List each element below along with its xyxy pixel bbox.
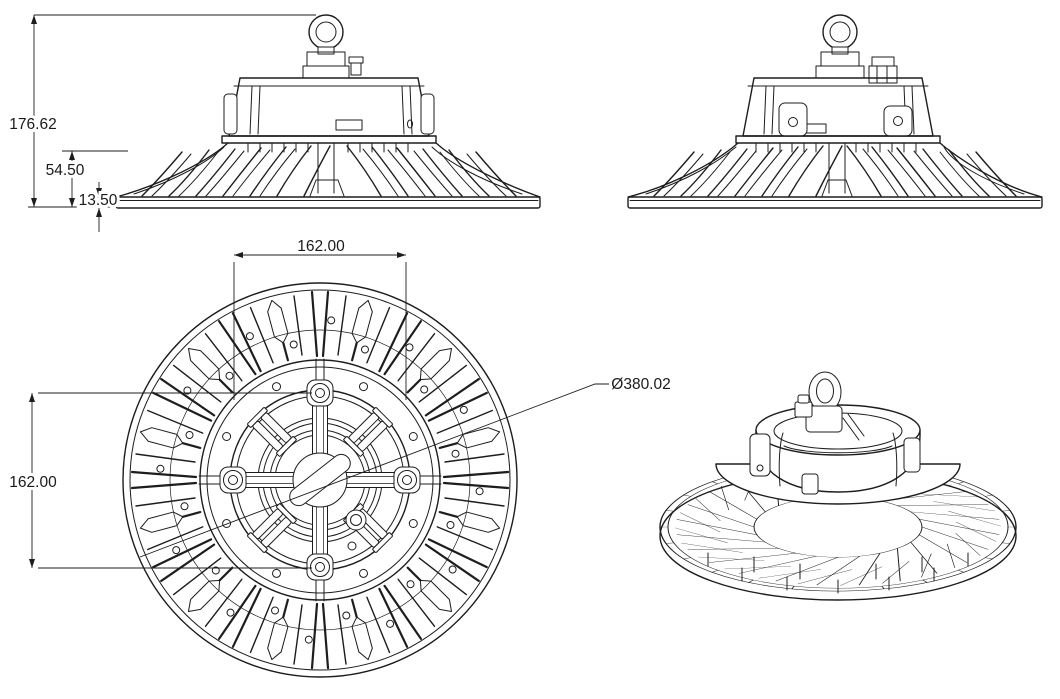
driver-housing xyxy=(223,77,435,137)
isometric-view xyxy=(649,371,1027,601)
eye-bolt-ring-icon xyxy=(822,14,858,55)
hub-cap xyxy=(289,453,351,507)
eye-bolt-ring-icon xyxy=(308,14,344,55)
iso-eye-bolt-ring-icon xyxy=(808,371,842,413)
dimension-label-mount-spacing-x: 162.00 xyxy=(297,238,345,255)
dim-housing-height: 54.50 xyxy=(43,150,128,207)
dim-total-height: 176.62 xyxy=(6,14,316,207)
iso-driver xyxy=(715,371,961,505)
mount-block xyxy=(302,51,364,79)
dimension-label-housing-height: 54.50 xyxy=(46,162,85,179)
base-plate xyxy=(115,196,541,209)
heat-sink xyxy=(627,142,1043,198)
driver-housing xyxy=(742,77,934,137)
flange xyxy=(221,135,437,144)
base-plate xyxy=(627,196,1043,209)
flange xyxy=(735,135,941,144)
side-view xyxy=(627,14,1043,209)
dimension-label-total-height: 176.62 xyxy=(9,116,56,133)
dimension-label-base-thickness: 13.50 xyxy=(79,192,118,209)
cable-gland xyxy=(868,56,898,84)
dim-mount-spacing-x: 162.00 xyxy=(233,235,407,400)
dim-base-thickness: 13.50 xyxy=(28,182,121,232)
wire-hole xyxy=(345,509,367,531)
heat-sink xyxy=(115,142,541,198)
iso-mount-block xyxy=(805,405,843,433)
bolt-holes xyxy=(222,382,418,578)
mount-block xyxy=(815,51,865,79)
front-view xyxy=(115,14,541,209)
iso-cable-gland xyxy=(794,401,813,418)
dimension-label-mount-spacing-y: 162.00 xyxy=(9,474,57,491)
dim-mount-spacing-y: 162.00 xyxy=(6,392,312,569)
dim-outer-diameter: Ø380.02 xyxy=(139,373,674,558)
iso-blade-edges xyxy=(707,552,969,594)
dimension-label-outer-diameter: Ø380.02 xyxy=(611,376,670,393)
diameter-leader-line xyxy=(139,383,613,558)
bottom-view xyxy=(122,282,518,678)
